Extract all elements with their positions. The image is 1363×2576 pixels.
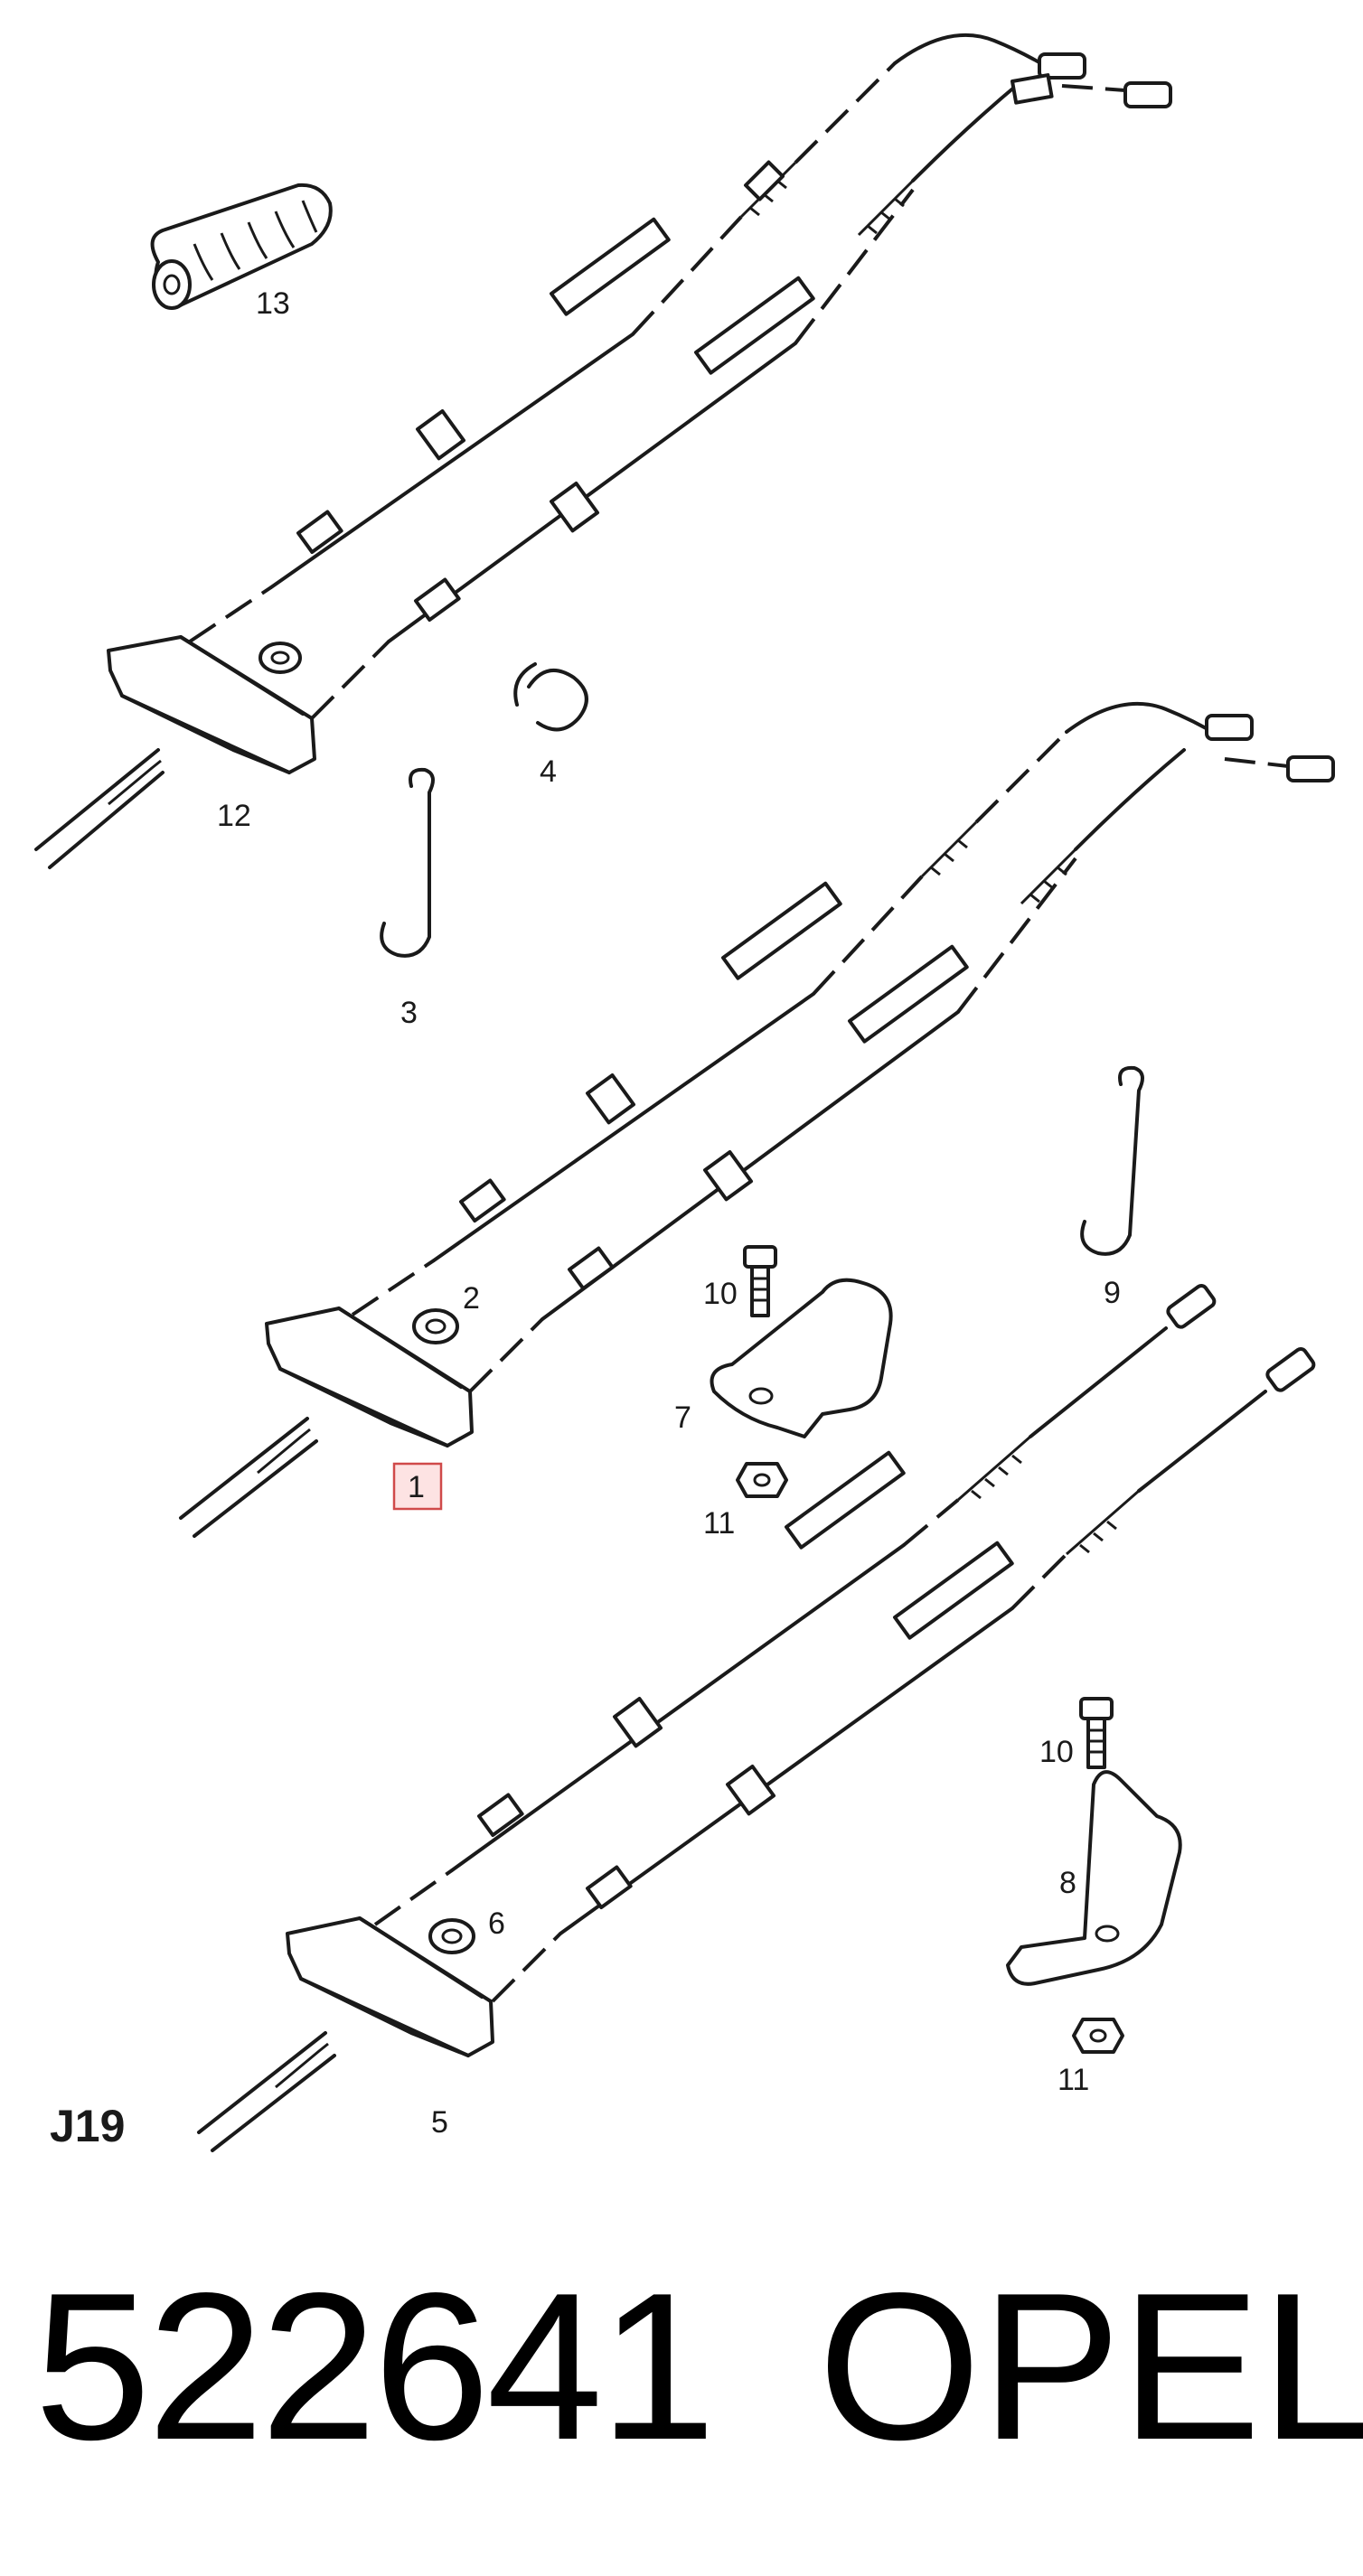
rubber-boot-13 [150, 183, 333, 310]
cable-assembly-middle [179, 701, 1335, 1538]
cable-sleeve [694, 276, 815, 375]
footer: 522641 OPEL [0, 2232, 1363, 2503]
cable-end-eye [1265, 1346, 1316, 1392]
cable-ferrule [459, 1178, 506, 1223]
bolt-10-lower [1079, 1697, 1114, 1769]
retaining-clip-4 [513, 662, 588, 732]
callout-6: 6 [488, 1906, 505, 1941]
callout-12: 12 [217, 799, 251, 833]
callout-7: 7 [674, 1400, 691, 1435]
cable-assembly-top [34, 33, 1172, 869]
callout-4: 4 [540, 754, 557, 789]
return-spring-hook-3 [380, 767, 435, 958]
cable-grommet [703, 1150, 754, 1202]
bracket-7 [710, 1278, 893, 1438]
bolt-10-upper [743, 1245, 777, 1317]
brand-name: OPEL [818, 2250, 1363, 2484]
cable-grommet [613, 1697, 663, 1748]
cable-end-eye [1123, 81, 1172, 108]
cable-sleeve [893, 1541, 1014, 1640]
callout-3: 3 [400, 996, 418, 1030]
callout-13: 13 [256, 286, 290, 321]
cable-grommet [550, 482, 600, 533]
nut-2 [412, 1308, 459, 1344]
nut-11-upper [736, 1462, 788, 1498]
cable-ferrule [296, 510, 343, 555]
part-number: 522641 [34, 2250, 716, 2484]
return-spring-hook-9 [1080, 1065, 1144, 1256]
nut-6 [428, 1918, 475, 1954]
nut-top-assembly [258, 642, 302, 674]
cable-grommet [726, 1765, 776, 1816]
callout-11-upper: 11 [703, 1506, 735, 1541]
cable-end-eye [1205, 714, 1254, 741]
callout-2: 2 [463, 1281, 480, 1316]
callout-5: 5 [431, 2105, 448, 2140]
cable-sleeve [785, 1450, 906, 1550]
nut-11-lower [1072, 2018, 1124, 2054]
cable-ferrule [568, 1246, 615, 1291]
cable-end-eye [1166, 1283, 1217, 1329]
cable-ferrule [586, 1865, 633, 1910]
callout-8: 8 [1059, 1866, 1076, 1900]
callout-9: 9 [1104, 1276, 1121, 1310]
callout-1-highlighted: 1 [392, 1462, 443, 1511]
figure-code: J19 [50, 2101, 125, 2151]
callout-11-lower: 11 [1058, 2063, 1089, 2097]
cable-ferrule [414, 577, 461, 623]
cable-end-eye [1038, 52, 1086, 80]
cable-assembly-bottom [197, 1283, 1316, 2152]
cable-grommet [586, 1073, 636, 1125]
cable-sleeve [550, 217, 671, 316]
cable-end-eye [1286, 755, 1335, 782]
cable-grommet [416, 409, 466, 461]
bracket-8 [1006, 1770, 1182, 1986]
callout-10-lower: 10 [1039, 1735, 1074, 1769]
cable-sleeve [848, 944, 969, 1044]
cable-sleeve [721, 881, 842, 980]
cable-ferrule [477, 1793, 524, 1838]
callout-10-upper: 10 [703, 1277, 738, 1311]
callout-1: 1 [408, 1470, 425, 1504]
